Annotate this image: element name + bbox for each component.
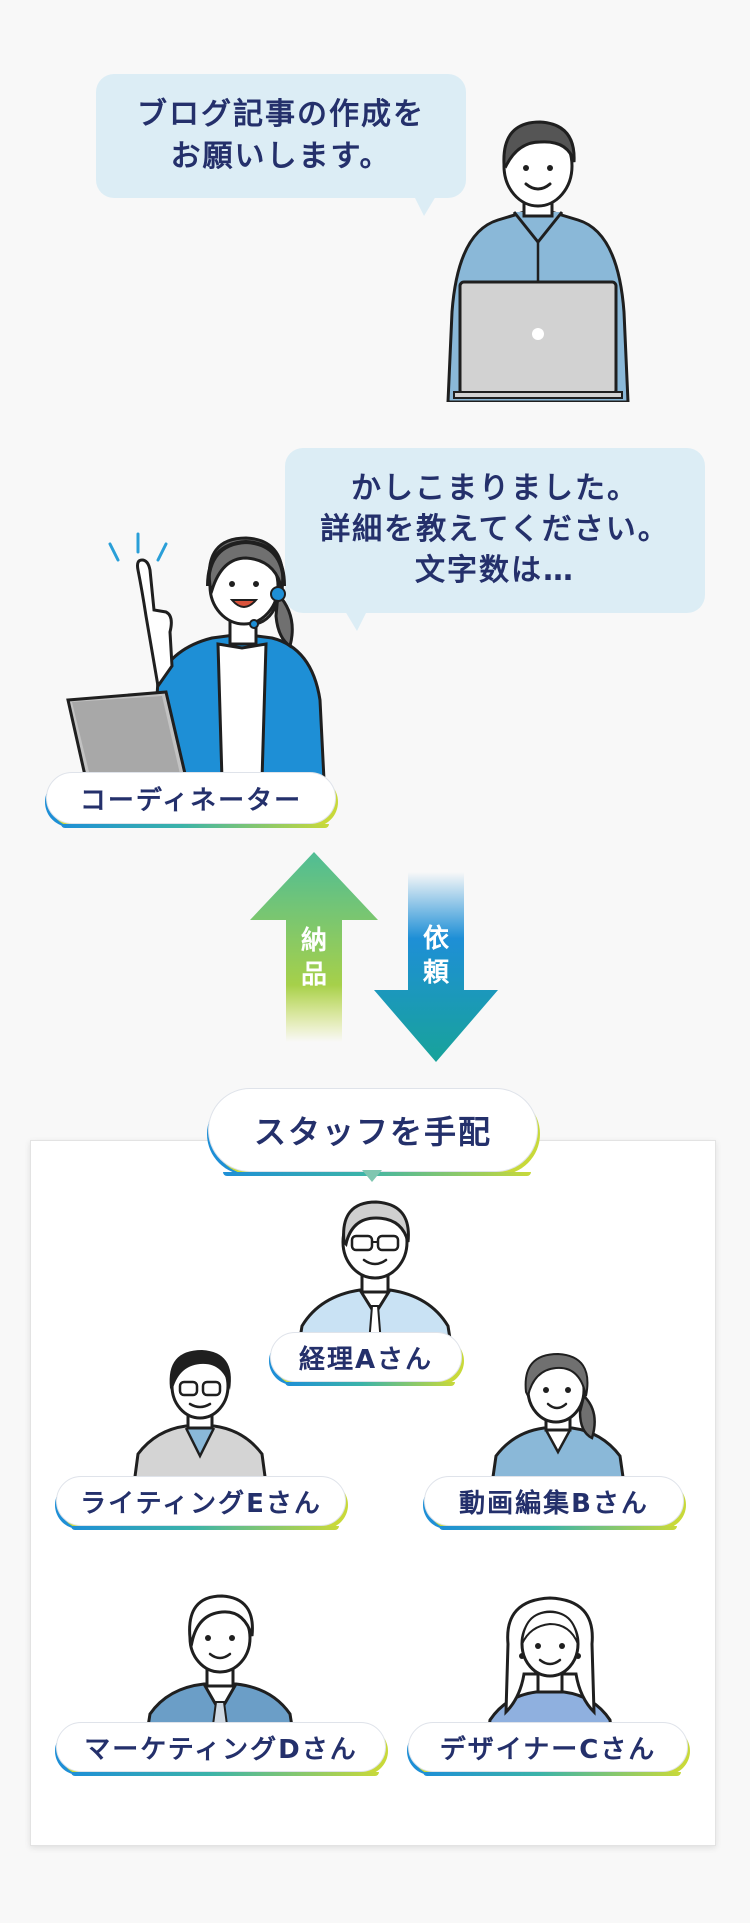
staff-header: スタッフを手配 <box>208 1088 538 1176</box>
bubble-tail <box>414 196 436 216</box>
bubble-tail <box>345 611 367 631</box>
staff-b-label: 動画編集Bさん <box>424 1476 684 1530</box>
request-label: 依頼 <box>422 924 449 988</box>
coordinator-label: コーディネーター <box>46 772 336 828</box>
staff-b-label-text: 動画編集Bさん <box>459 1488 649 1519</box>
client-speech-bubble: ブログ記事の作成を お願いします。 <box>96 74 466 216</box>
client-bubble-line-1: ブログ記事の作成を <box>137 97 425 132</box>
client-bubble-line-2: お願いします。 <box>170 139 392 174</box>
staff-d-label: マーケティングDさん <box>56 1722 386 1776</box>
delivery-up-arrow: 納品 <box>250 852 378 1042</box>
coordinator-bubble-line-3: 文字数は… <box>415 553 575 588</box>
client-illustration <box>418 112 658 402</box>
request-down-arrow: 依頼 <box>374 872 498 1062</box>
staff-e-illustration <box>130 1346 270 1484</box>
staff-b-illustration <box>488 1352 628 1484</box>
coordinator-illustration <box>62 520 332 780</box>
staff-header-pointer <box>362 1170 382 1182</box>
coordinator-label-text: コーディネーター <box>79 785 303 816</box>
staff-e-label: ライティングEさん <box>56 1476 346 1530</box>
staff-d-label-text: マーケティングDさん <box>84 1734 358 1765</box>
staff-c-label: デザイナーCさん <box>408 1722 688 1776</box>
staff-e-label-text: ライティングEさん <box>80 1488 322 1519</box>
coordinator-bubble-line-1: かしこまりました。 <box>351 471 639 506</box>
staff-a-label: 経理Aさん <box>270 1332 462 1386</box>
staff-c-label-text: デザイナーCさん <box>439 1734 657 1765</box>
coordinator-speech-bubble: かしこまりました。 詳細を教えてください。 文字数は… <box>285 448 705 631</box>
staff-a-label-text: 経理Aさん <box>298 1344 434 1375</box>
delivery-label: 納品 <box>300 926 327 990</box>
staff-header-text: スタッフを手配 <box>253 1113 492 1151</box>
coordinator-bubble-line-2: 詳細を教えてください。 <box>320 512 670 547</box>
